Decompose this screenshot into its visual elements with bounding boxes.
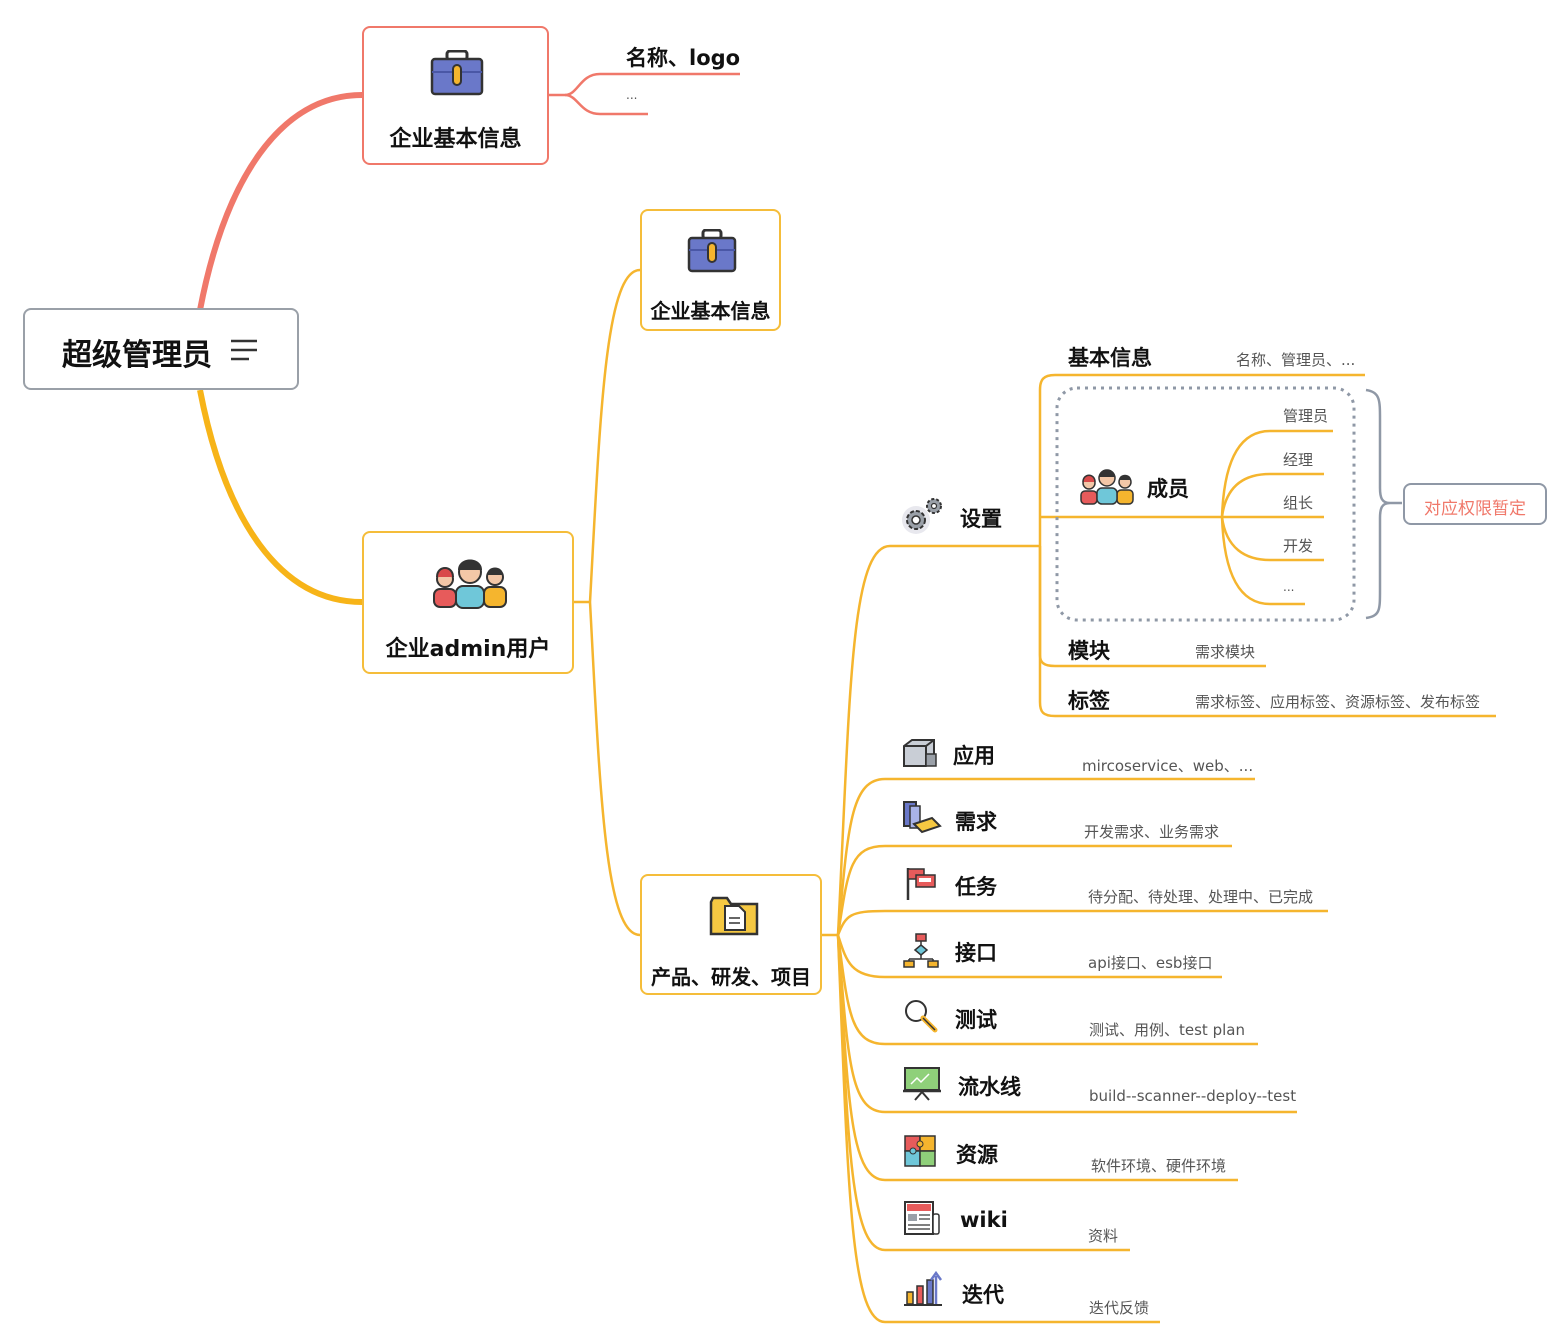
presentation-board-icon bbox=[903, 1067, 941, 1101]
item-pipeline-title[interactable]: 流水线 bbox=[958, 1075, 1021, 1099]
settings-basic-info-desc: 名称、管理员、... bbox=[1236, 351, 1356, 369]
info-node-title: 企业基本信息 bbox=[650, 299, 771, 323]
item-resource-title[interactable]: 资源 bbox=[956, 1143, 998, 1167]
branch-main-title: 企业admin用户 bbox=[385, 637, 551, 662]
books-icon bbox=[903, 801, 942, 834]
top-child-2[interactable]: ... bbox=[626, 88, 638, 102]
magnifier-icon bbox=[905, 1000, 938, 1033]
item-test-title[interactable]: 测试 bbox=[955, 1008, 997, 1032]
branch-top-node[interactable]: 企业基本信息 bbox=[362, 26, 549, 165]
settings-basic-info-title[interactable]: 基本信息 bbox=[1068, 346, 1152, 370]
item-test-desc: 测试、用例、test plan bbox=[1089, 1021, 1245, 1039]
branch-top-title: 企业基本信息 bbox=[389, 127, 522, 152]
flowchart-icon bbox=[903, 933, 939, 968]
item-app-title[interactable]: 应用 bbox=[953, 744, 995, 768]
puzzle-icon bbox=[904, 1135, 936, 1167]
item-resource-desc: 软件环境、硬件环境 bbox=[1091, 1157, 1227, 1175]
members-title[interactable]: 成员 bbox=[1147, 477, 1189, 501]
menu-lines-icon[interactable] bbox=[231, 338, 259, 362]
item-requirement-desc: 开发需求、业务需求 bbox=[1084, 823, 1220, 841]
member-role-more[interactable]: ... bbox=[1283, 580, 1295, 594]
folder-document-icon bbox=[709, 896, 759, 936]
product-node[interactable]: 产品、研发、项目 bbox=[640, 874, 822, 995]
settings-tags-desc: 需求标签、应用标签、资源标签、发布标签 bbox=[1195, 693, 1481, 711]
item-wiki-title[interactable]: wiki bbox=[960, 1208, 1008, 1232]
briefcase-icon bbox=[687, 229, 737, 273]
item-iteration-desc: 迭代反馈 bbox=[1089, 1299, 1150, 1317]
item-requirement-title[interactable]: 需求 bbox=[955, 810, 997, 834]
member-role-admin[interactable]: 管理员 bbox=[1283, 407, 1329, 425]
item-api-desc: api接口、esb接口 bbox=[1088, 954, 1213, 972]
root-node[interactable]: 超级管理员 bbox=[23, 308, 299, 390]
cube-icon bbox=[903, 739, 937, 767]
flag-icon bbox=[906, 868, 936, 900]
branch-main-node[interactable]: 企业admin用户 bbox=[362, 531, 574, 674]
gears-icon bbox=[902, 498, 942, 534]
item-wiki-desc: 资料 bbox=[1088, 1227, 1119, 1245]
settings-title[interactable]: 设置 bbox=[960, 507, 1002, 531]
bar-chart-arrow-icon bbox=[904, 1270, 943, 1306]
users-group-icon bbox=[433, 559, 507, 609]
info-node[interactable]: 企业基本信息 bbox=[640, 209, 781, 331]
member-role-manager[interactable]: 经理 bbox=[1283, 451, 1314, 469]
root-title: 超级管理员 bbox=[62, 338, 212, 373]
settings-tags-title[interactable]: 标签 bbox=[1068, 689, 1110, 713]
item-task-desc: 待分配、待处理、处理中、已完成 bbox=[1088, 888, 1314, 906]
top-child-1[interactable]: 名称、logo bbox=[626, 46, 741, 70]
item-app-desc: mircoservice、web、... bbox=[1082, 757, 1254, 775]
member-role-developer[interactable]: 开发 bbox=[1283, 537, 1314, 555]
settings-module-title[interactable]: 模块 bbox=[1068, 639, 1110, 663]
product-node-title: 产品、研发、项目 bbox=[651, 965, 811, 989]
settings-module-desc: 需求模块 bbox=[1195, 643, 1256, 661]
permission-note-text: 对应权限暂定 bbox=[1424, 499, 1526, 519]
member-role-leader[interactable]: 组长 bbox=[1283, 494, 1314, 512]
item-api-title[interactable]: 接口 bbox=[955, 941, 997, 965]
newspaper-icon bbox=[904, 1201, 940, 1235]
item-pipeline-desc: build--scanner--deploy--test bbox=[1089, 1087, 1297, 1105]
permission-note[interactable]: 对应权限暂定 bbox=[1403, 483, 1547, 525]
users-group-icon bbox=[1080, 469, 1134, 505]
briefcase-icon bbox=[430, 50, 484, 96]
item-iteration-title[interactable]: 迭代 bbox=[962, 1283, 1004, 1307]
item-task-title[interactable]: 任务 bbox=[955, 875, 997, 899]
